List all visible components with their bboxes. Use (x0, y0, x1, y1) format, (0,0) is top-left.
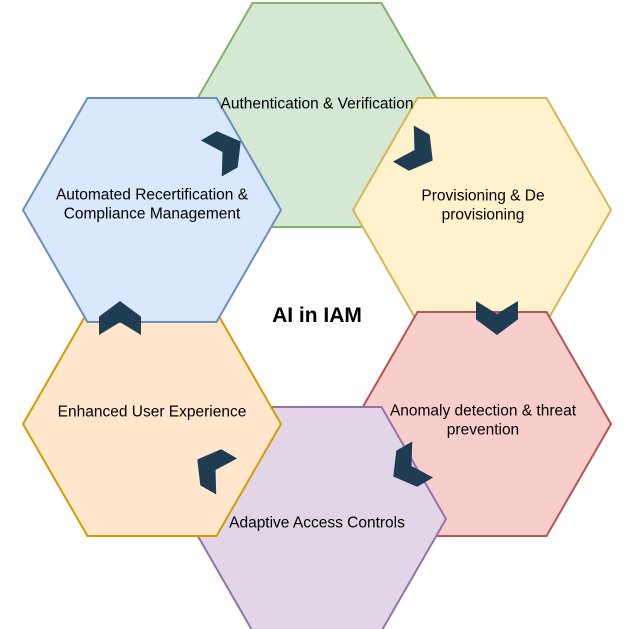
diagram-title: AI in IAM (272, 304, 362, 327)
label-authentication-verification: Authentication & Verification (220, 95, 414, 113)
label-automated-recertification: Automated Recertification & Compliance M… (55, 186, 249, 223)
hexagon-automated-recertification (21, 97, 283, 323)
label-enhanced-user-experience: Enhanced User Experience (57, 403, 247, 421)
label-provisioning-deprovisioning: Provisioning & De provisioning (421, 187, 545, 224)
label-adaptive-access-controls: Adaptive Access Controls (229, 514, 405, 532)
label-anomaly-detection: Anomaly detection & threat prevention (389, 402, 577, 439)
